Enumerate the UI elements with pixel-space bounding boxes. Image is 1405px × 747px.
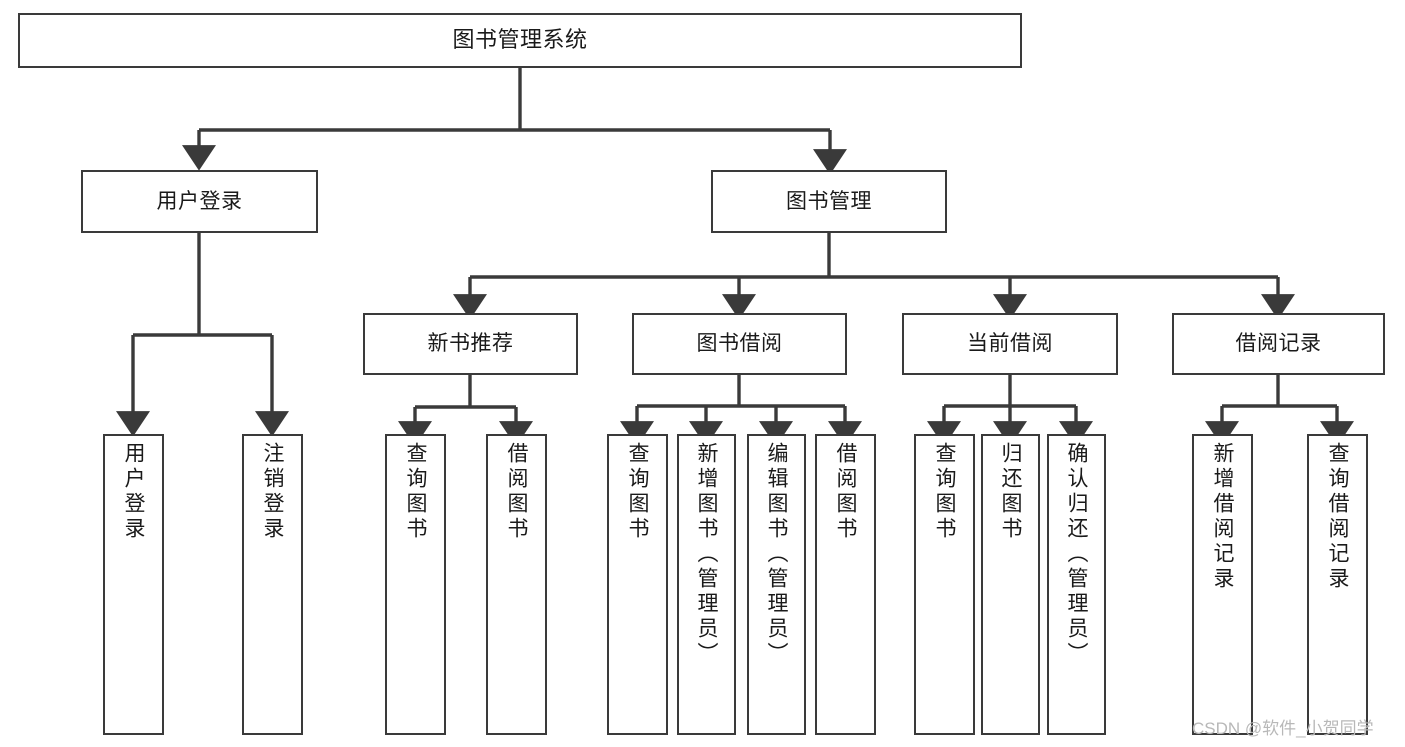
node-leaf-query-book-rec[interactable]: 查询图书 (385, 434, 446, 735)
node-leaf-user-login-label: 用户登录 (122, 442, 145, 542)
node-leaf-add-book-admin[interactable]: 新增图书（管理员） (677, 434, 736, 735)
node-current-borrow[interactable]: 当前借阅 (902, 313, 1118, 375)
node-leaf-query-book-borrow-label: 查询图书 (626, 442, 649, 542)
node-leaf-edit-book-admin-label: 编辑图书（管理员） (765, 442, 788, 667)
node-book-borrow[interactable]: 图书借阅 (632, 313, 847, 375)
node-leaf-confirm-return-admin[interactable]: 确认归还（管理员） (1047, 434, 1106, 735)
node-user-login[interactable]: 用户登录 (81, 170, 318, 233)
node-leaf-confirm-return-admin-label: 确认归还（管理员） (1065, 442, 1088, 667)
node-leaf-add-borrow-record-label: 新增借阅记录 (1211, 442, 1234, 592)
node-leaf-return-book-label: 归还图书 (999, 442, 1022, 542)
node-leaf-borrow-book-rec[interactable]: 借阅图书 (486, 434, 547, 735)
node-root-label: 图书管理系统 (452, 27, 588, 53)
node-leaf-query-borrow-record[interactable]: 查询借阅记录 (1307, 434, 1368, 735)
node-leaf-user-login[interactable]: 用户登录 (103, 434, 164, 735)
node-book-management-label: 图书管理 (786, 189, 872, 213)
node-leaf-query-book-current[interactable]: 查询图书 (914, 434, 975, 735)
node-leaf-add-borrow-record[interactable]: 新增借阅记录 (1192, 434, 1253, 735)
node-book-management[interactable]: 图书管理 (711, 170, 947, 233)
node-leaf-query-book-current-label: 查询图书 (933, 442, 956, 542)
node-leaf-borrow-book-rec-label: 借阅图书 (505, 442, 528, 542)
node-book-borrow-label: 图书借阅 (696, 332, 783, 356)
node-leaf-borrow-book-borrow[interactable]: 借阅图书 (815, 434, 876, 735)
node-user-login-label: 用户登录 (156, 189, 243, 213)
node-borrow-record-label: 借阅记录 (1235, 332, 1322, 356)
node-leaf-return-book[interactable]: 归还图书 (981, 434, 1040, 735)
node-leaf-query-book-borrow[interactable]: 查询图书 (607, 434, 668, 735)
watermark-text: CSDN @软件_小贺同学 (1192, 719, 1374, 738)
node-leaf-logout-label: 注销登录 (261, 442, 284, 542)
node-new-book-recommend-label: 新书推荐 (427, 332, 514, 356)
node-borrow-record[interactable]: 借阅记录 (1172, 313, 1385, 375)
node-leaf-add-book-admin-label: 新增图书（管理员） (695, 442, 718, 667)
node-current-borrow-label: 当前借阅 (967, 332, 1053, 356)
node-leaf-logout[interactable]: 注销登录 (242, 434, 303, 735)
node-new-book-recommend[interactable]: 新书推荐 (363, 313, 578, 375)
node-leaf-query-book-rec-label: 查询图书 (404, 442, 427, 542)
node-leaf-edit-book-admin[interactable]: 编辑图书（管理员） (747, 434, 806, 735)
node-root[interactable]: 图书管理系统 (18, 13, 1022, 68)
node-leaf-query-borrow-record-label: 查询借阅记录 (1326, 442, 1349, 592)
node-leaf-borrow-book-borrow-label: 借阅图书 (834, 442, 857, 542)
